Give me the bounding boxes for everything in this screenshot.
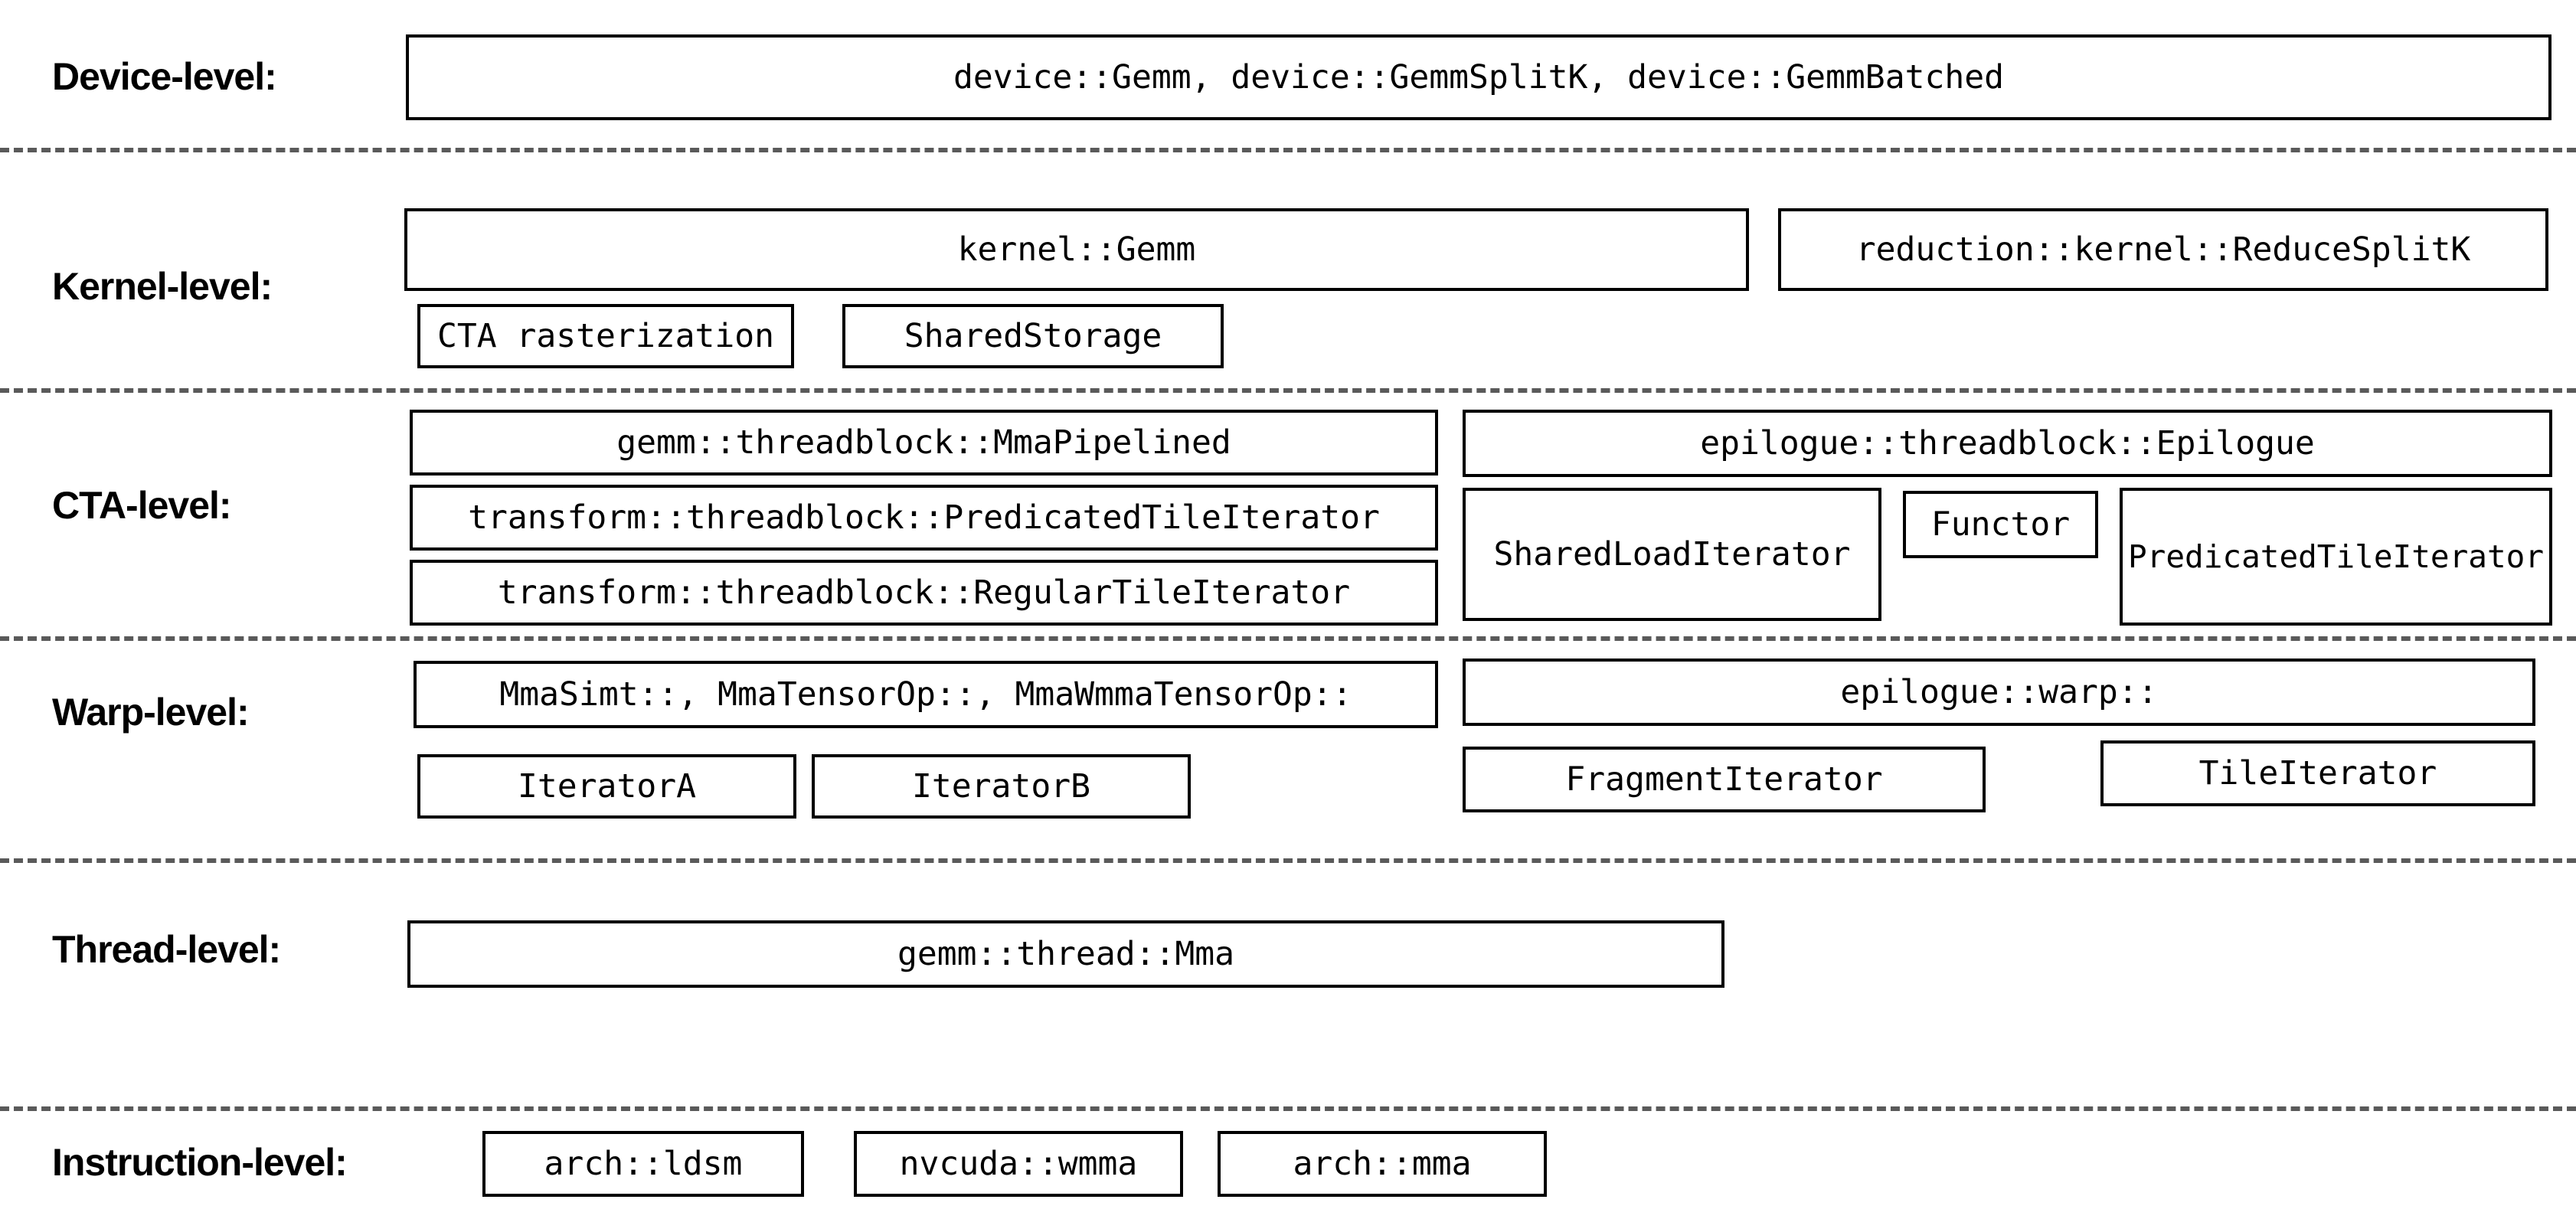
level-separator: [0, 1106, 2576, 1111]
box-fragment-iterator: FragmentIterator: [1463, 747, 1986, 812]
box-regular-tile-iterator: transform::threadblock::RegularTileItera…: [410, 560, 1438, 626]
box-predicated-tile-iterator-epilogue: PredicatedTileIterator: [2120, 488, 2552, 626]
level-label-kernel: Kernel-level:: [52, 265, 273, 308]
level-label-warp: Warp-level:: [52, 691, 250, 734]
level-label-device: Device-level:: [52, 55, 277, 98]
level-separator: [0, 858, 2576, 863]
level-separator: [0, 388, 2576, 393]
box-thread-mma: gemm::thread::Mma: [407, 920, 1724, 988]
level-separator: [0, 636, 2576, 641]
box-arch-mma: arch::mma: [1218, 1131, 1547, 1197]
box-epilogue-warp: epilogue::warp::: [1463, 659, 2535, 726]
box-device-gemm: device::Gemm, device::GemmSplitK, device…: [406, 34, 2551, 120]
box-iterator-a: IteratorA: [417, 754, 796, 819]
box-shared-load-iterator: SharedLoadIterator: [1463, 488, 1881, 621]
box-functor: Functor: [1903, 491, 2098, 558]
level-separator: [0, 148, 2576, 152]
level-label-thread: Thread-level:: [52, 928, 281, 971]
box-predicated-tile-iterator-cta: transform::threadblock::PredicatedTileIt…: [410, 485, 1438, 551]
box-shared-storage: SharedStorage: [842, 304, 1224, 368]
level-label-cta: CTA-level:: [52, 484, 232, 527]
box-nvcuda-wmma: nvcuda::wmma: [854, 1131, 1183, 1197]
box-cta-rasterization: CTA rasterization: [417, 304, 794, 368]
box-mma-pipelined: gemm::threadblock::MmaPipelined: [410, 410, 1438, 476]
box-iterator-b: IteratorB: [812, 754, 1191, 819]
box-arch-ldsm: arch::ldsm: [482, 1131, 804, 1197]
box-tile-iterator: TileIterator: [2100, 740, 2535, 806]
box-epilogue-threadblock: epilogue::threadblock::Epilogue: [1463, 410, 2552, 477]
box-warp-mma: MmaSimt::, MmaTensorOp::, MmaWmmaTensorO…: [414, 661, 1438, 728]
level-label-instruction: Instruction-level:: [52, 1141, 348, 1184]
box-kernel-gemm: kernel::Gemm: [404, 208, 1749, 291]
box-reduce-splitk: reduction::kernel::ReduceSplitK: [1778, 208, 2548, 291]
